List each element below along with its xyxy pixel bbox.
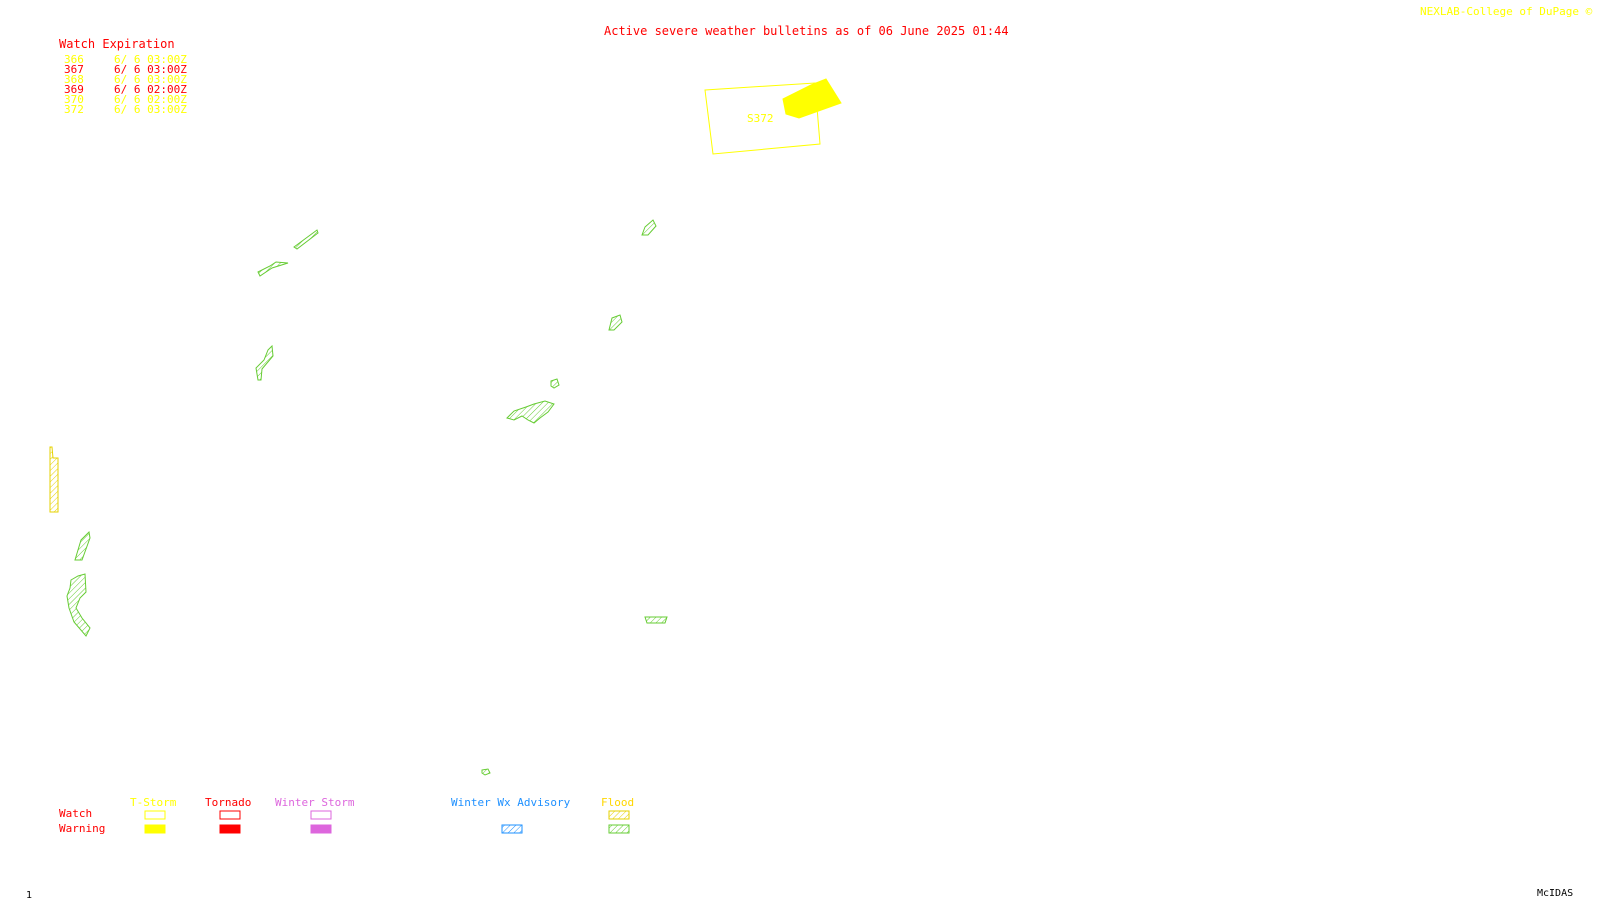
flood-warning-polygon	[550, 378, 560, 389]
legend-winter-storm-watch-swatch	[310, 810, 332, 820]
tstorm-watch-polygon	[704, 82, 821, 155]
watch-number: 368	[64, 73, 84, 86]
watch-expiration-time: 6/ 6 02:00Z	[114, 83, 187, 96]
legend-winter-advisory-label: Winter Wx Advisory	[451, 796, 571, 809]
credit-label: NEXLAB-College of DuPage ©	[1420, 5, 1593, 18]
watch-expiration-row: 368 6/ 6 03:00Z	[64, 74, 187, 85]
flood-warning-polygon	[293, 229, 319, 250]
watch-expiration-heading: Watch Expiration	[59, 37, 175, 51]
flood-warning-polygon	[66, 573, 91, 637]
watch-expiration-row: 369 6/ 6 02:00Z	[64, 84, 187, 95]
watch-expiration-time: 6/ 6 03:00Z	[114, 103, 187, 116]
watch-number: 366	[64, 53, 84, 66]
bulletin-title: Active severe weather bulletins as of 06…	[604, 24, 1009, 38]
watch-expiration-time: 6/ 6 02:00Z	[114, 93, 187, 106]
watch-expiration-row: 370 6/ 6 02:00Z	[64, 94, 187, 105]
legend-warning-row-label: Warning	[59, 822, 106, 835]
legend-winter-advisory-swatch	[501, 824, 523, 834]
watch-number: 369	[64, 83, 84, 96]
legend-tornado-label: Tornado	[205, 796, 252, 809]
flood-warning-polygon	[641, 219, 657, 236]
watch-number: 372	[64, 103, 84, 116]
watch-expiration-time: 6/ 6 03:00Z	[114, 53, 187, 66]
flood-warning-polygon	[257, 261, 289, 277]
frame-number: 1	[26, 890, 33, 901]
legend-winter-storm-warning-swatch	[310, 824, 332, 834]
watch-expiration-row: 372 6/ 6 03:00Z	[64, 104, 187, 115]
legend-tornado-warning-swatch	[219, 824, 241, 834]
software-label: McIDAS	[1537, 888, 1574, 899]
legend-tstorm-watch-swatch	[144, 810, 166, 820]
legend-tstorm-label: T-Storm	[130, 796, 177, 809]
watch-number: 367	[64, 63, 84, 76]
legend-flood-watch-swatch	[608, 810, 630, 820]
watch-expiration-row: 366 6/ 6 03:00Z	[64, 54, 187, 65]
legend-winter-storm-label: Winter Storm	[275, 796, 355, 809]
flood-warning-polygon	[608, 314, 623, 331]
watch-expiration-time: 6/ 6 03:00Z	[114, 73, 187, 86]
legend-watch-row-label: Watch	[59, 807, 93, 820]
legend-flood-label: Flood	[601, 796, 635, 809]
watch-expiration-row: 367 6/ 6 03:00Z	[64, 64, 187, 75]
flood-warning-polygon	[481, 768, 491, 776]
watch-expiration-time: 6/ 6 03:00Z	[114, 63, 187, 76]
watch-number: 370	[64, 93, 84, 106]
flood-warning-polygon	[74, 530, 91, 561]
legend-tstorm-warning-swatch	[144, 824, 166, 834]
flood-watch-polygon	[49, 446, 59, 513]
legend-flood-warning-swatch	[608, 824, 630, 834]
legend-tornado-watch-swatch	[219, 810, 241, 820]
watch-id-label: S372	[747, 112, 774, 125]
tstorm-warning-polygon	[782, 78, 842, 119]
flood-warning-polygon	[255, 344, 274, 381]
flood-warning-polygon	[506, 400, 555, 424]
flood-warning-polygon	[644, 616, 668, 624]
